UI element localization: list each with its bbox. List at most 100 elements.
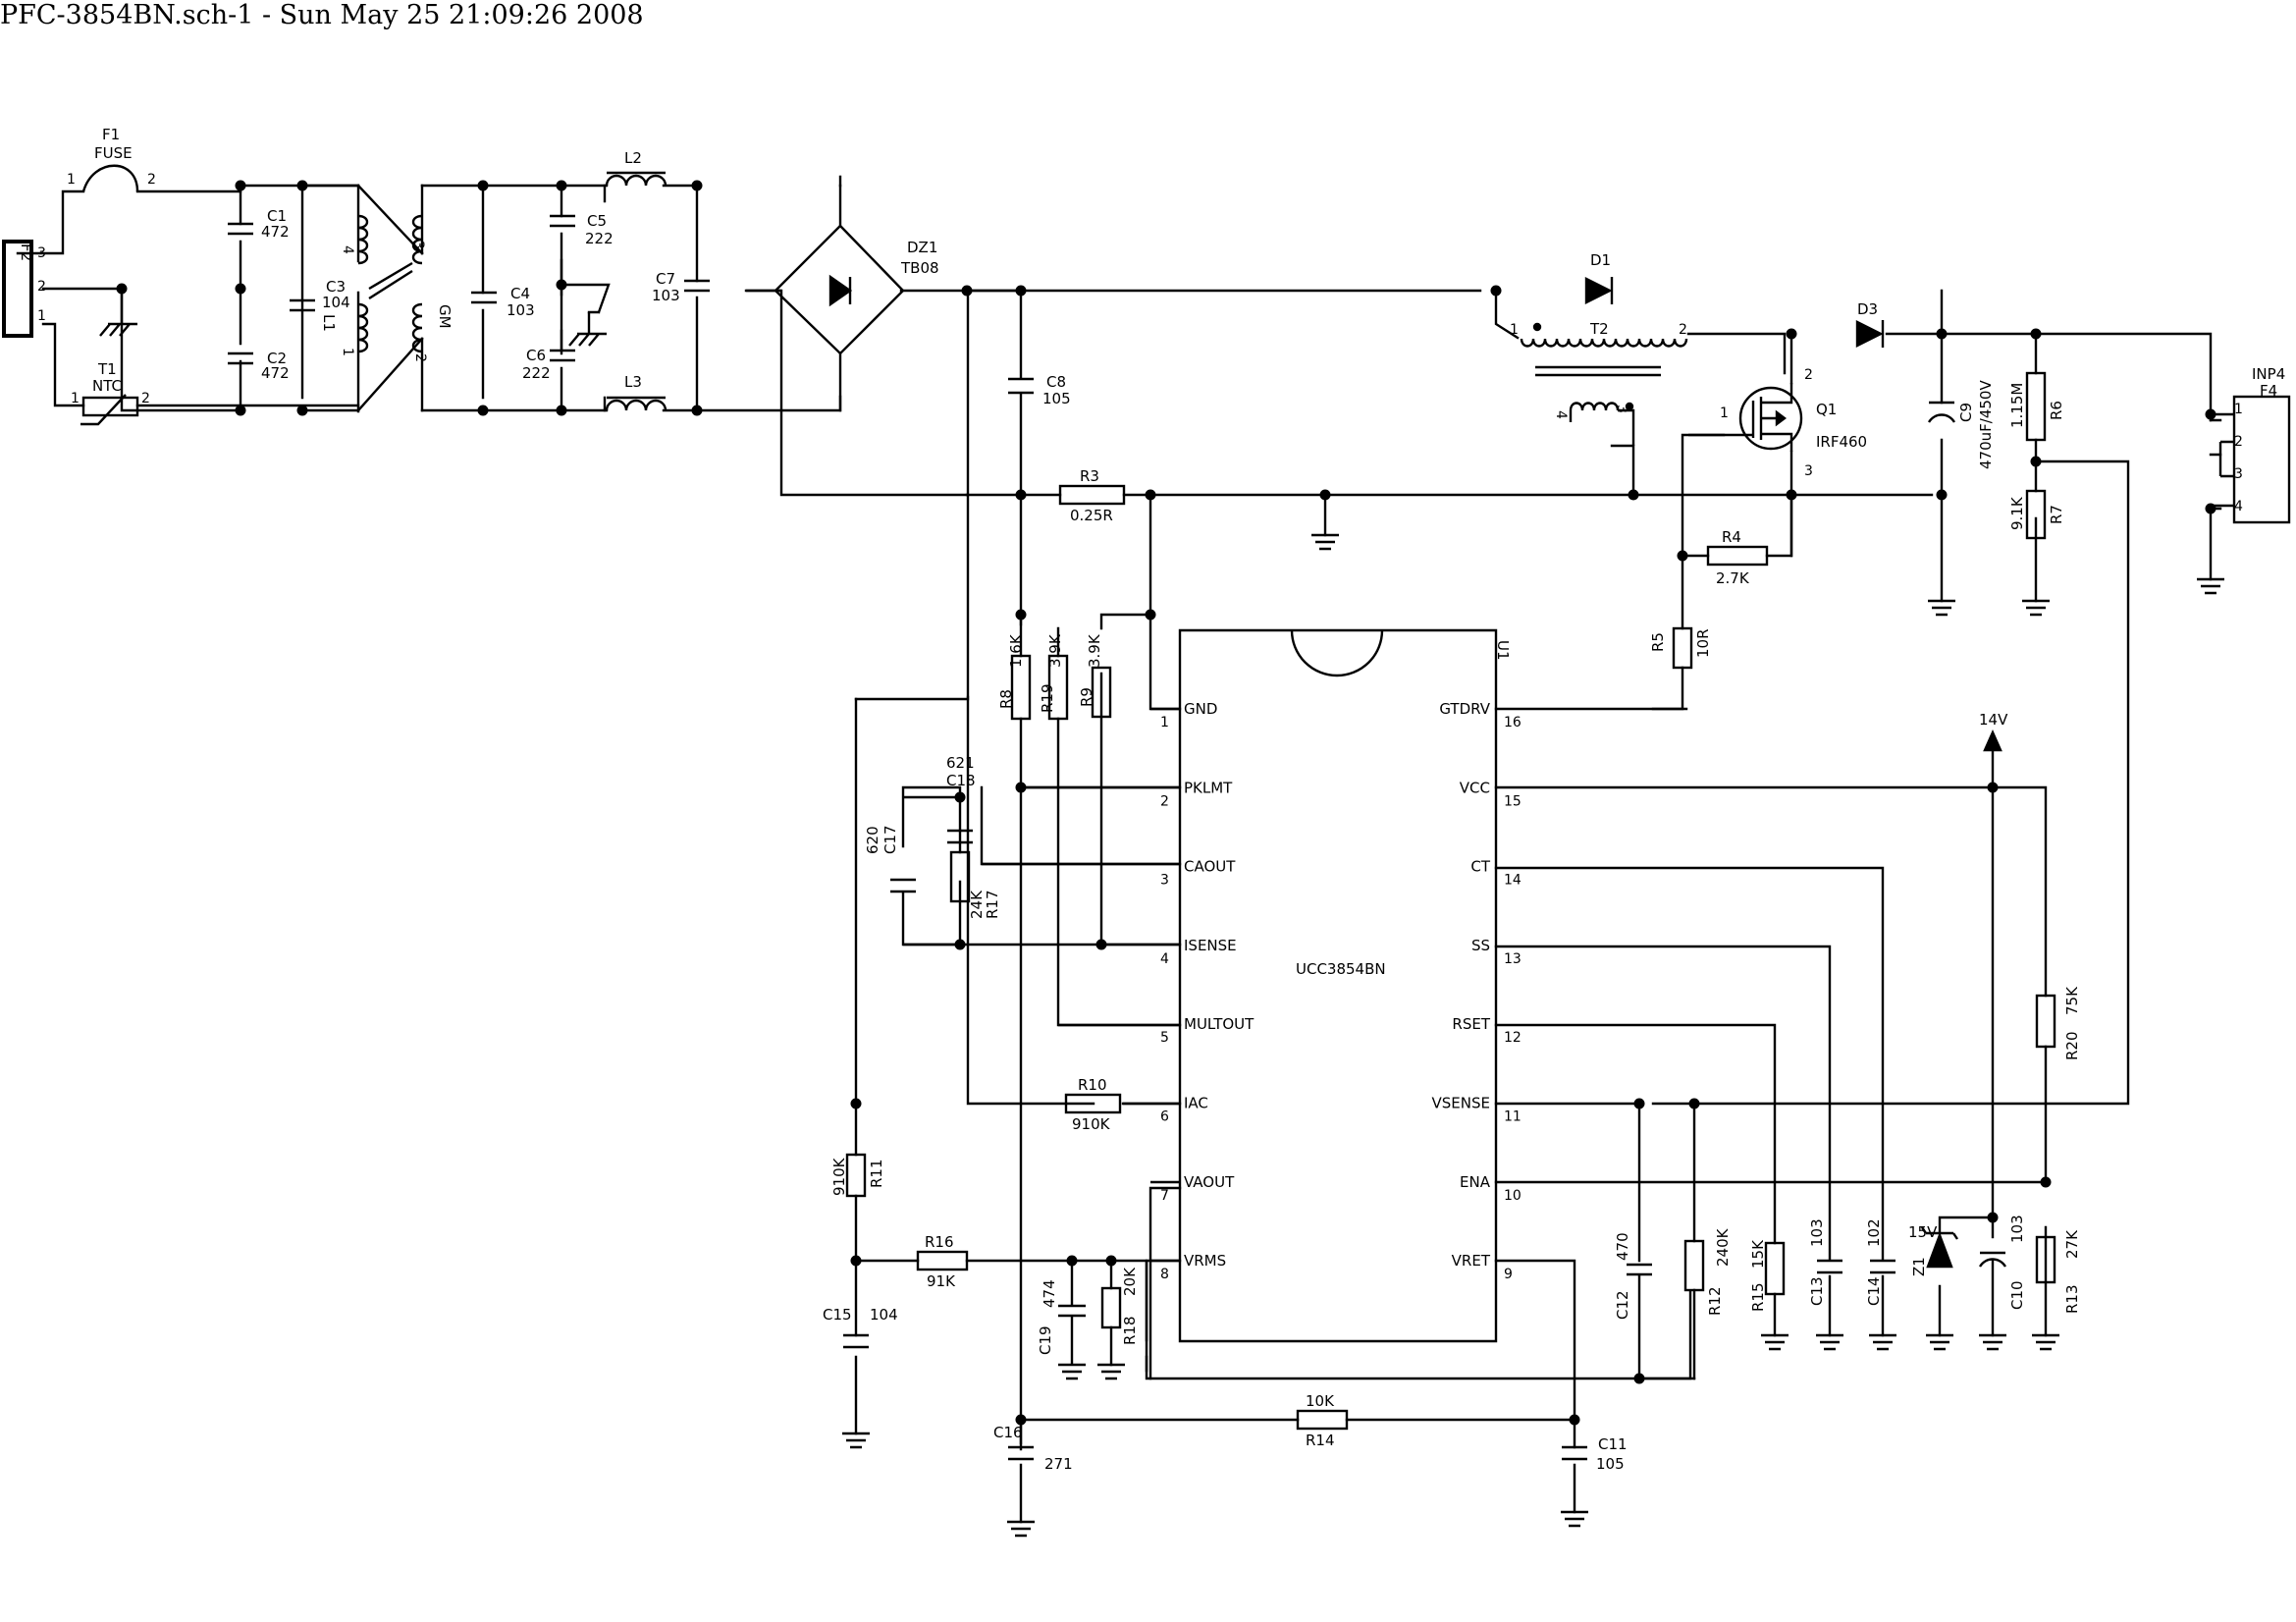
pin-f4-3: 3 xyxy=(2234,466,2243,482)
label-c10: C10 xyxy=(2008,1280,2026,1310)
pin-f2-1: 1 xyxy=(37,308,46,324)
ic-pin-name-caout: CAOUT xyxy=(1184,858,1236,876)
ic-pin-name-iac: IAC xyxy=(1184,1095,1208,1112)
ic-pin-name-gnd: GND xyxy=(1184,700,1217,718)
value-q1: IRF460 xyxy=(1816,433,1867,451)
label-f4: F4 xyxy=(2260,382,2277,400)
capacitor-c13 xyxy=(1817,1259,1842,1274)
value-r20: 75K xyxy=(2063,986,2081,1015)
ic-pin-name-vaout: VAOUT xyxy=(1184,1173,1235,1191)
capacitor-c16 xyxy=(1008,1445,1034,1461)
value-r17: 24K xyxy=(968,890,986,919)
capacitor-c8 xyxy=(1008,377,1034,395)
labels: F2 3 2 1 F1 FUSE 1 2 T1 NTC 1 2 C1 472 C… xyxy=(18,126,2285,1473)
capacitor-c3 xyxy=(290,298,315,312)
value-z1: 15V xyxy=(1908,1223,1938,1241)
label-r19: R19 xyxy=(1039,683,1056,713)
inductor-l3 xyxy=(605,396,667,411)
ic-ref: U1 xyxy=(1494,640,1512,661)
value-c15: 104 xyxy=(870,1306,898,1324)
label-c4: C4 xyxy=(510,285,530,302)
inductor-l2 xyxy=(605,171,667,187)
ic-pin-number-6: 6 xyxy=(1160,1109,1169,1125)
label-l2: L2 xyxy=(624,149,642,167)
pin-l1-3: 3 xyxy=(410,241,426,249)
label-c9: C9 xyxy=(1957,403,1975,422)
label-c14: C14 xyxy=(1865,1276,1883,1306)
value-r18: 20K xyxy=(1121,1267,1139,1296)
ic-pin-name-multout: MULTOUT xyxy=(1184,1015,1255,1033)
label-l1: L1 xyxy=(320,314,338,332)
label-d1: D1 xyxy=(1590,251,1611,269)
label-r14: R14 xyxy=(1306,1432,1335,1449)
capacitor-c4 xyxy=(471,291,497,304)
fuse-f1 xyxy=(81,164,139,192)
sheet-title: PFC-3854BN.sch-1 - Sun May 25 21:09:26 2… xyxy=(0,0,644,30)
value-r4: 2.7K xyxy=(1716,569,1750,587)
ic-pin-number-3: 3 xyxy=(1160,873,1169,889)
connector-f4 xyxy=(2232,395,2291,524)
diode-d3 xyxy=(1855,320,1885,348)
ic-pin-name-isense: ISENSE xyxy=(1184,937,1237,954)
resistor-r5 xyxy=(1672,626,1693,670)
ic-pin-name-ct: CT xyxy=(1470,858,1490,876)
pin-q1-1: 1 xyxy=(1720,406,1729,421)
label-r12: R12 xyxy=(1706,1286,1724,1316)
resistor-r19 xyxy=(1047,654,1069,721)
ic-pin-name-ena: ENA xyxy=(1460,1173,1491,1191)
value-f1: FUSE xyxy=(94,144,133,162)
pin-f4-4: 4 xyxy=(2234,499,2243,514)
capacitor-c1 xyxy=(228,222,253,236)
label-f2: F2 xyxy=(18,243,35,261)
label-r4: R4 xyxy=(1722,528,1741,546)
capacitor-c18 xyxy=(947,829,973,844)
label-c11: C11 xyxy=(1598,1435,1628,1453)
ic-pin-number-13: 13 xyxy=(1504,951,1522,967)
ic-pin-stubs xyxy=(982,707,1180,1263)
resistor-r3 xyxy=(1058,484,1126,506)
capacitor-c5 xyxy=(550,214,575,228)
value-c19: 474 xyxy=(1041,1279,1058,1308)
pin-l1-4: 4 xyxy=(340,245,355,254)
ic-pin-number-10: 10 xyxy=(1504,1188,1522,1204)
label-t1: T1 xyxy=(97,360,117,378)
pin-l1-1: 1 xyxy=(340,348,355,356)
connector-f2 xyxy=(2,240,33,338)
capacitor-c12 xyxy=(1627,1263,1652,1276)
value-c5: 222 xyxy=(585,230,614,247)
label-r13: R13 xyxy=(2063,1284,2081,1314)
value-c6: 222 xyxy=(522,364,551,382)
value-r16: 91K xyxy=(927,1272,956,1290)
ic-pin-name-vrms: VRMS xyxy=(1184,1252,1226,1270)
label-r20: R20 xyxy=(2063,1031,2081,1060)
pin-q1-2: 2 xyxy=(1804,367,1813,383)
label-z1: Z1 xyxy=(1910,1257,1928,1276)
pin-f2-2: 2 xyxy=(37,279,46,295)
value-c14: 102 xyxy=(1865,1218,1883,1247)
label-r17: R17 xyxy=(984,890,1001,919)
label-c5: C5 xyxy=(587,212,607,230)
capacitor-c9 xyxy=(1927,401,1956,423)
value-c9: 470uF/450V xyxy=(1977,380,1995,469)
value-r6: 1.15M xyxy=(2008,383,2026,428)
label-r18: R18 xyxy=(1121,1316,1139,1345)
pin-l1-2: 2 xyxy=(412,353,428,362)
resistor-r6 xyxy=(2025,371,2047,442)
pin-f1-2: 2 xyxy=(147,172,156,188)
label-c3: C3 xyxy=(326,278,346,296)
capacitor-c7 xyxy=(684,279,710,293)
label-inp4: INP4 xyxy=(2252,365,2285,383)
thermistor-t1 xyxy=(81,396,139,417)
value-r7: 9.1K xyxy=(2008,496,2026,530)
value-c1: 472 xyxy=(261,223,290,241)
capacitor-c14 xyxy=(1870,1259,1896,1274)
ic-pin-name-gtdrv: GTDRV xyxy=(1439,700,1490,718)
ic-pin-name-pklmt: PKLMT xyxy=(1184,779,1233,796)
ic-u1-body xyxy=(1178,628,1498,1343)
value-dz1: TB08 xyxy=(900,259,939,277)
pin-t1-1: 1 xyxy=(71,391,80,406)
ic-pin-number-11: 11 xyxy=(1504,1109,1522,1125)
label-c19: C19 xyxy=(1037,1325,1054,1355)
choke-l1 xyxy=(357,214,423,353)
value-r9: 3.9K xyxy=(1086,633,1103,668)
